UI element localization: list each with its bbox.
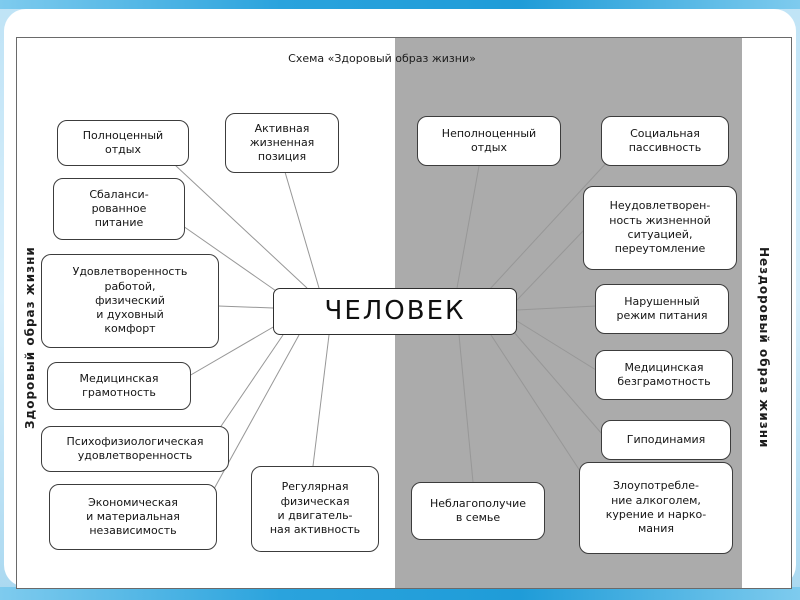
node-life-dissatisfaction-overfatigue: Неудовлетворен- ность жизненной ситуацие… (583, 186, 737, 270)
top-accent-bar (0, 0, 800, 9)
node-person-center: ЧЕЛОВЕК (273, 288, 517, 335)
node-family-trouble: Неблагополучие в семье (411, 482, 545, 540)
node-active-life-position: Активная жизненная позиция (225, 113, 339, 173)
bottom-accent-bar (0, 587, 800, 600)
unhealthy-side-label: Нездоровый образ жизни (757, 247, 771, 449)
slide-panel: Схема «Здоровый образ жизни» (4, 9, 796, 589)
node-social-passivity: Социальная пассивность (601, 116, 729, 166)
node-work-satisfaction-comfort: Удовлетворенность работой, физический и … (41, 254, 219, 348)
node-medical-literacy: Медицинская грамотность (47, 362, 191, 410)
healthy-side-label: Здоровый образ жизни (23, 246, 37, 430)
node-medical-illiteracy: Медицинская безграмотность (595, 350, 733, 400)
node-full-rest: Полноценный отдых (57, 120, 189, 166)
node-psychophysiological-satisfaction: Психофизиологическая удовлетворенность (41, 426, 229, 472)
diagram-title: Схема «Здоровый образ жизни» (288, 52, 476, 65)
node-disturbed-diet: Нарушенный режим питания (595, 284, 729, 334)
node-inadequate-rest: Неполноценный отдых (417, 116, 561, 166)
node-substance-abuse: Злоупотребле- ние алкоголем, курение и н… (579, 462, 733, 554)
node-regular-physical-activity: Регулярная физическая и двигатель- ная а… (251, 466, 379, 552)
node-hypodynamia: Гиподинамия (601, 420, 731, 460)
node-economic-independence: Экономическая и материальная независимос… (49, 484, 217, 550)
node-balanced-nutrition: Сбаланси- рованное питание (53, 178, 185, 240)
diagram-frame: Схема «Здоровый образ жизни» (16, 37, 792, 589)
